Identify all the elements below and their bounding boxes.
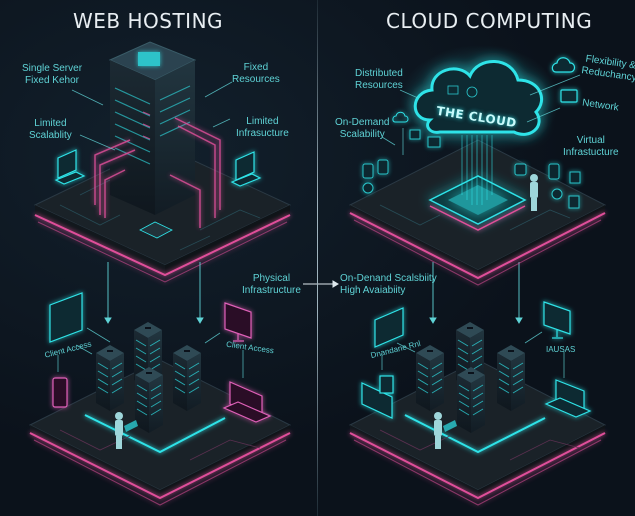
network-monitor-icon	[560, 89, 578, 103]
flow-arrow	[303, 280, 339, 288]
technician-figure	[434, 412, 457, 449]
shield-icon	[551, 188, 563, 200]
label-limited-infrastructure: Limited Infrasucture	[236, 116, 289, 139]
service-icons	[362, 129, 581, 209]
server-rack	[415, 344, 445, 412]
technician-figure	[530, 174, 538, 211]
server-rack	[496, 344, 526, 412]
cloud-inner-icons	[447, 85, 478, 98]
cloud-upload-icon	[392, 111, 409, 123]
client-access-pointers	[381, 331, 565, 378]
disk-icon	[362, 182, 374, 194]
laptop-icon	[544, 379, 592, 418]
single-server-tower	[108, 41, 197, 215]
down-arrows	[104, 262, 523, 324]
label-virtual-infrastructure: Virtual Infrastucture	[563, 135, 619, 158]
database-icon	[377, 159, 389, 175]
document-icon	[568, 195, 580, 209]
monitor-icon	[224, 302, 252, 342]
document-icon	[569, 171, 581, 184]
monitor-icon	[49, 292, 83, 343]
label-limited-scalability: Limited Scalablity	[29, 118, 72, 141]
label-pointers	[381, 74, 581, 155]
database-icon	[362, 163, 374, 179]
server-rack	[456, 366, 486, 434]
server-rack	[134, 366, 164, 434]
iaas-monitor-icon	[543, 301, 571, 339]
window-icon	[409, 129, 421, 140]
label-pointers	[71, 81, 233, 151]
network-cables	[94, 117, 221, 228]
panel-divider	[317, 0, 318, 516]
chip-icon	[138, 52, 160, 66]
label-distributed-resources: Distributed Resources	[355, 68, 403, 91]
the-cloud-icon	[413, 60, 543, 136]
window-icon	[427, 136, 441, 148]
label-physical-infrastructure: Physical Infrastructure	[242, 273, 301, 296]
laptop-icon	[54, 149, 86, 185]
technician-figure	[115, 412, 138, 449]
database-icon	[548, 163, 560, 180]
label-iaas: IAUSAS	[546, 345, 576, 354]
cloud-computing-title: CLOUD COMPUTING	[386, 9, 593, 33]
label-single-server: Single Server Fixed Kehor	[22, 63, 83, 86]
label-on-demand-high-availability: On-Denand Scalsbiity High Avaiabiity	[340, 273, 437, 296]
server-rack	[95, 344, 125, 412]
dashboard-monitor-icon	[361, 307, 404, 419]
window-icon	[514, 163, 527, 176]
chip-icon	[139, 221, 173, 239]
phone-icon	[52, 377, 68, 408]
label-on-demand-scalability: On-Demand Scalability	[335, 117, 390, 140]
web-hosting-title: WEB HOSTING	[73, 9, 224, 33]
client-access-pointers	[57, 327, 244, 378]
laptop-icon	[222, 381, 272, 423]
server-rack	[172, 344, 202, 412]
laptop-icon	[230, 151, 262, 187]
label-fixed-resources: Fixed Resources	[232, 62, 280, 85]
flexibility-cloud-icon	[551, 57, 576, 73]
